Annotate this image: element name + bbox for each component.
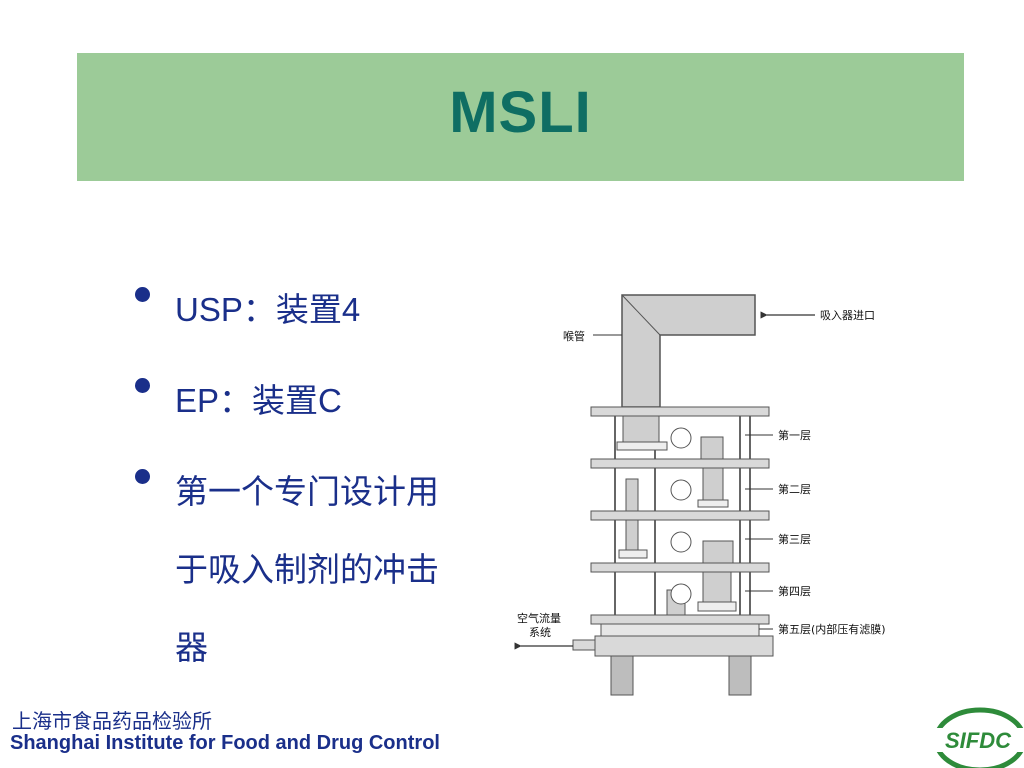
bullet-text: EP：装置C [175,382,342,419]
bullet-dot-icon [135,287,150,302]
chamber-window [670,479,692,501]
stage-plate [600,623,760,637]
airflow-label-line2: 系统 [529,626,551,639]
logo-band [930,728,1024,752]
stage-plate [590,406,770,417]
throat-label: 喉管 [563,329,585,343]
title-band: MSLI [77,53,964,181]
throat-bend-line [621,294,661,336]
jet-tube [625,519,639,551]
impaction-plate [697,601,737,612]
impaction-plate [618,549,648,559]
jet-tube [622,415,660,443]
leg [728,655,752,696]
chamber-window [670,427,692,449]
slide-title: MSLI [449,80,592,145]
jet-tube [700,436,724,460]
base-block [594,635,774,657]
impaction-plate [616,441,668,451]
bullet-item-first-impactor: 第一个专门设计用于吸入制剂的冲击器 [135,453,495,687]
chamber-window [670,531,692,553]
throat-tube [621,294,756,408]
jet-tube [702,571,732,603]
logo-text: SIFDC [945,728,1012,753]
msli-diagram: 吸入器进口 喉管 第一层 第二层 第三层 第四层 第五层(内部压有滤膜) 空气流… [514,294,886,696]
bullet-list: USP：装置4 EP：装置C 第一个专门设计用于吸入制剂的冲击器 [135,286,495,715]
stage2-label: 第二层 [778,482,811,496]
bullet-dot-icon [135,378,150,393]
sifdc-logo-icon: SIFDC [930,707,1024,768]
jet-tube [625,478,639,512]
bullet-text: 第一个专门设计用于吸入制剂的冲击器 [175,473,439,666]
stage-plate [590,562,770,573]
stage-plate [590,458,770,469]
bullet-dot-icon [135,469,150,484]
outlet-port [572,639,596,651]
leg [610,655,634,696]
stage-plate [590,614,770,625]
stage1-label: 第一层 [778,428,811,442]
footer-institute-cn: 上海市食品药品检验所 [12,709,212,733]
bullet-text: USP：装置4 [175,291,361,328]
inlet-label: 吸入器进口 [820,309,875,322]
stage4-label: 第四层 [778,584,811,598]
jet-tube [702,540,734,564]
stage5-label: 第五层(内部压有滤膜) [778,622,886,636]
bullet-item-ep: EP：装置C [135,362,495,440]
footer-institute-en: Shanghai Institute for Food and Drug Con… [10,732,440,754]
bullet-item-usp: USP：装置4 [135,271,495,349]
airflow-label-line1: 空气流量 [517,611,561,625]
jet-tube [702,467,724,501]
chamber-window [670,583,692,605]
impaction-plate [697,499,729,508]
stage3-label: 第三层 [778,532,811,546]
stage-plate [590,510,770,521]
